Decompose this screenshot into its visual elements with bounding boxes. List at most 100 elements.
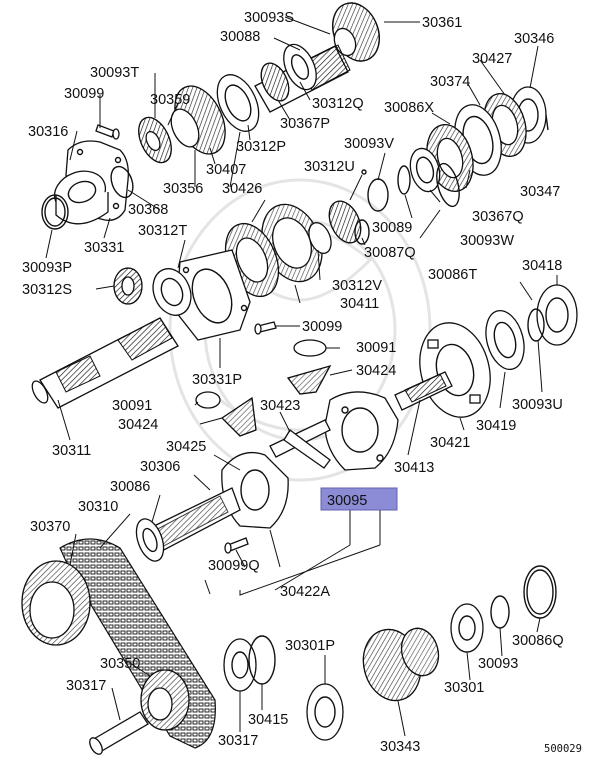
shaft-30413 [394,371,453,411]
ring-30086q [523,565,557,619]
label-30331P[interactable]: 30331P [192,372,242,388]
label-30093[interactable]: 30093 [478,656,518,672]
gear-30343 [362,627,440,702]
washer-30091-right [293,339,327,357]
diff-housing-30095 [324,391,399,471]
label-30086Q[interactable]: 30086Q [512,633,564,649]
label-30424-left[interactable]: 30424 [118,417,158,433]
label-30091-right[interactable]: 30091 [356,340,396,356]
label-30093W[interactable]: 30093W [460,233,514,249]
label-30343[interactable]: 30343 [380,739,420,755]
bearing-30301 [450,603,484,653]
label-30093T[interactable]: 30093T [90,65,139,81]
label-30347[interactable]: 30347 [520,184,560,200]
label-30415[interactable]: 30415 [248,712,288,728]
label-30368[interactable]: 30368 [128,202,168,218]
label-30367Q[interactable]: 30367Q [472,209,524,225]
label-30093P[interactable]: 30093P [22,260,72,276]
label-30367P[interactable]: 30367P [280,116,330,132]
drawing-code: 500029 [544,743,582,755]
sprocket-30370 [21,560,91,646]
label-30427[interactable]: 30427 [472,51,512,67]
pinion-gear-30424-left [220,396,257,437]
label-30099-mid[interactable]: 30099 [302,319,342,335]
needle-bearing-30367q [409,147,441,193]
label-30317-left[interactable]: 30317 [66,678,106,694]
label-30093S[interactable]: 30093S [244,10,294,26]
label-30093U[interactable]: 30093U [512,397,563,413]
snap-ring-30093w [436,162,460,208]
label-30091-left[interactable]: 30091 [112,398,152,414]
label-30425[interactable]: 30425 [166,439,206,455]
label-30312T[interactable]: 30312T [138,223,187,239]
label-30346[interactable]: 30346 [514,31,554,47]
label-30419[interactable]: 30419 [476,418,516,434]
snap-ring-30368 [110,165,134,199]
label-30093V[interactable]: 30093V [344,136,394,152]
bolt-30099 [95,124,120,140]
label-30422A[interactable]: 30422A [280,584,330,600]
synchro-ring-30407 [216,74,260,132]
bearing-30086 [135,518,165,562]
label-30426[interactable]: 30426 [222,181,262,197]
label-30087Q[interactable]: 30087Q [364,245,416,261]
label-30311[interactable]: 30311 [52,443,91,459]
label-30423[interactable]: 30423 [260,398,300,414]
label-30099Q[interactable]: 30099Q [208,558,260,574]
label-30370[interactable]: 30370 [30,519,70,535]
label-30099-top[interactable]: 30099 [64,86,104,102]
label-30088[interactable]: 30088 [220,29,260,45]
bearing-30419 [485,310,525,370]
label-30086[interactable]: 30086 [110,479,150,495]
gear-30356 [170,85,226,155]
label-30310[interactable]: 30310 [78,499,118,515]
part-labels: 30093S 30361 30088 30346 30093T 30427 30… [22,10,582,755]
label-30086T[interactable]: 30086T [428,267,477,283]
label-30331[interactable]: 30331 [84,240,124,256]
washer-30089 [397,165,411,195]
label-30312V[interactable]: 30312V [332,278,382,294]
label-30312Q[interactable]: 30312Q [312,96,364,112]
label-30089[interactable]: 30089 [372,220,412,236]
label-30301P[interactable]: 30301P [285,638,335,654]
leader-lines [45,16,558,737]
gear-30350 [140,669,190,731]
label-30411[interactable]: 30411 [340,296,379,312]
label-30317-bottom[interactable]: 30317 [218,733,258,749]
label-30316[interactable]: 30316 [28,124,68,140]
label-30095[interactable]: 30095 [327,493,367,509]
pinion-shaft-30423 [269,419,331,469]
label-30413[interactable]: 30413 [394,460,434,476]
part-highlight-box [320,487,398,511]
label-30350[interactable]: 30350 [100,656,140,672]
shaft-30311 [31,317,179,409]
label-30418[interactable]: 30418 [522,258,562,274]
bearing-30316 [53,170,109,225]
label-30374[interactable]: 30374 [430,74,470,90]
side-gear-30424-right [286,364,332,395]
label-30312S[interactable]: 30312S [22,282,72,298]
label-30306[interactable]: 30306 [140,459,180,475]
snap-ring-30093v [361,169,389,212]
bolt-30099q [224,537,249,554]
label-30424-right[interactable]: 30424 [356,363,396,379]
label-30301[interactable]: 30301 [444,680,484,696]
label-30356[interactable]: 30356 [163,181,203,197]
bearing-30312t [152,268,192,316]
label-30312P[interactable]: 30312P [236,139,286,155]
needle-bearing-30312v [308,222,332,254]
bolt-30099-mid [254,321,277,335]
bearing-30301p [306,683,344,741]
label-30361[interactable]: 30361 [422,15,462,31]
label-30312U[interactable]: 30312U [304,159,355,175]
label-30407[interactable]: 30407 [206,162,246,178]
label-30086X[interactable]: 30086X [384,100,434,116]
needle-bearing-30312s [113,267,143,305]
label-30359[interactable]: 30359 [150,92,190,108]
gear-30359 [138,116,172,164]
snap-ring-30093p [41,194,69,230]
sleeve-30312u [328,200,362,244]
label-30421[interactable]: 30421 [430,435,470,451]
output-shaft-30317 [89,711,149,755]
